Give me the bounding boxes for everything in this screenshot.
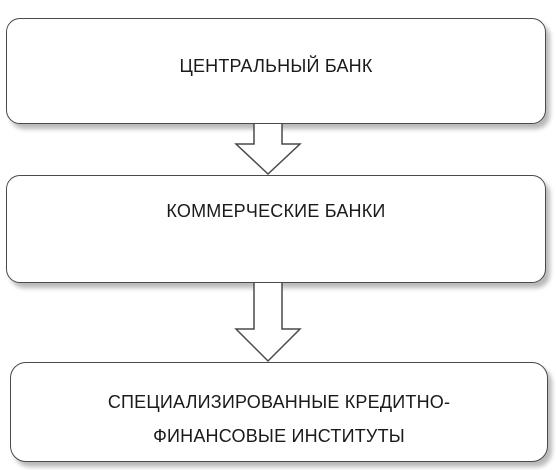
arrow-down-icon (234, 283, 302, 363)
specialized-institutions-line-1: СПЕЦИАЛИЗИРОВАННЫЕ КРЕДИТНО- (107, 392, 451, 412)
central-bank-box: ЦЕНТРАЛЬНЫЙ БАНК (6, 18, 546, 124)
specialized-institutions-label: СПЕЦИАЛИЗИРОВАННЫЕ КРЕДИТНО- ФИНАНСОВЫЕ … (11, 385, 547, 453)
specialized-institutions-line-2: ФИНАНСОВЫЕ ИНСТИТУТЫ (153, 426, 405, 446)
central-bank-label: ЦЕНТРАЛЬНЫЙ БАНК (179, 56, 373, 76)
specialized-institutions-box: СПЕЦИАЛИЗИРОВАННЫЕ КРЕДИТНО- ФИНАНСОВЫЕ … (10, 362, 548, 462)
arrow-down-icon (234, 124, 302, 176)
commercial-banks-box: КОММЕРЧЕСКИЕ БАНКИ (6, 175, 546, 283)
commercial-banks-label: КОММЕРЧЕСКИЕ БАНКИ (166, 201, 386, 221)
